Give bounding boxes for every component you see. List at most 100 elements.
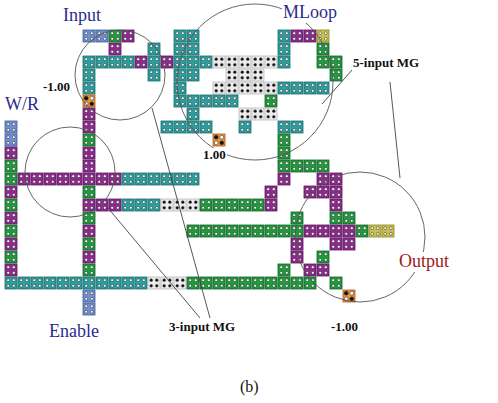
- cell-body: [291, 238, 303, 250]
- quantum-dot: [254, 110, 257, 113]
- quantum-dot: [241, 110, 244, 113]
- quantum-dot: [202, 232, 205, 235]
- quantum-dot: [215, 97, 218, 100]
- quantum-dot: [137, 63, 140, 66]
- quantum-dot: [324, 258, 327, 261]
- quantum-dot: [345, 240, 348, 243]
- quantum-dot: [142, 279, 145, 282]
- quantum-dot: [163, 128, 166, 131]
- quantum-dot: [254, 232, 257, 235]
- qca-cell: [252, 225, 264, 237]
- qca-cell: [187, 199, 199, 211]
- quantum-dot: [306, 188, 309, 191]
- leader-line: [322, 70, 352, 104]
- qca-cell: [5, 264, 17, 276]
- quantum-dot: [233, 76, 236, 79]
- cell-body: [278, 173, 290, 185]
- quantum-dot: [293, 162, 296, 165]
- cell-body: [226, 82, 238, 94]
- quantum-dot: [12, 219, 15, 222]
- quantum-dot: [267, 188, 270, 191]
- quantum-dot: [306, 279, 309, 282]
- quantum-dot: [332, 201, 335, 204]
- quantum-dot: [12, 175, 15, 178]
- quantum-dot: [90, 279, 93, 282]
- quantum-dot: [90, 292, 93, 295]
- cell-body: [83, 147, 95, 159]
- quantum-dot: [332, 193, 335, 196]
- cell-body: [109, 30, 121, 42]
- quantum-dot: [254, 206, 257, 209]
- cell-body: [252, 225, 264, 237]
- quantum-dot: [194, 123, 197, 126]
- quantum-dot: [298, 284, 301, 287]
- qca-cell: [5, 225, 17, 237]
- cell-body: [278, 30, 290, 42]
- quantum-dot: [111, 45, 114, 48]
- quantum-dot: [332, 188, 335, 191]
- cell-body: [5, 186, 17, 198]
- quantum-dot: [20, 279, 23, 282]
- quantum-dot: [241, 232, 244, 235]
- quantum-dot: [181, 63, 184, 66]
- quantum-dot: [7, 162, 10, 165]
- qca-cell: [226, 225, 238, 237]
- qca-cell: [265, 199, 277, 211]
- quantum-dot: [150, 71, 153, 74]
- quantum-dot: [337, 240, 340, 243]
- qca-cell: [83, 251, 95, 263]
- quantum-dot: [280, 50, 283, 53]
- region-circle: [25, 127, 115, 217]
- quantum-dot: [7, 136, 10, 139]
- quantum-dot: [246, 227, 249, 230]
- quantum-dot: [176, 175, 179, 178]
- quantum-dot: [298, 245, 301, 248]
- quantum-dot: [311, 271, 314, 274]
- quantum-dot: [90, 297, 93, 300]
- quantum-dot: [324, 266, 327, 269]
- quantum-dot: [7, 180, 10, 183]
- quantum-dot: [129, 63, 132, 66]
- cell-body: [122, 199, 134, 211]
- quantum-dot: [267, 201, 270, 204]
- quantum-dot: [12, 258, 15, 261]
- qca-cell: [213, 277, 225, 289]
- quantum-dot: [350, 232, 353, 235]
- quantum-dot: [246, 71, 249, 74]
- qca-cell: [265, 56, 277, 68]
- quantum-dot: [176, 206, 179, 209]
- quantum-dot: [293, 128, 296, 131]
- quantum-dot: [25, 284, 28, 287]
- quantum-dot: [90, 76, 93, 79]
- quantum-dot: [85, 180, 88, 183]
- quantum-dot: [12, 232, 15, 235]
- qca-cell: [213, 95, 225, 107]
- qca-cells: [5, 30, 394, 315]
- quantum-dot: [38, 175, 41, 178]
- quantum-dot: [202, 123, 205, 126]
- quantum-dot: [176, 50, 179, 53]
- quantum-dot: [332, 58, 335, 61]
- cell-body: [70, 277, 82, 289]
- quantum-dot: [7, 188, 10, 191]
- quantum-dot: [137, 284, 140, 287]
- quantum-dot: [90, 201, 93, 204]
- qca-cell: [148, 199, 160, 211]
- quantum-dot: [246, 279, 249, 282]
- quantum-dot: [311, 84, 314, 87]
- quantum-dot: [215, 102, 218, 105]
- quantum-dot: [324, 58, 327, 61]
- cell-body: [239, 82, 251, 94]
- quantum-dot: [90, 141, 93, 144]
- quantum-dot: [306, 167, 309, 170]
- quantum-dot: [51, 279, 54, 282]
- quantum-dot: [324, 188, 327, 191]
- cell-body: [122, 277, 134, 289]
- quantum-dot: [181, 175, 184, 178]
- quantum-dot: [233, 58, 236, 61]
- quantum-dot: [254, 58, 257, 61]
- quantum-dot: [280, 45, 283, 48]
- quantum-dot: [319, 45, 322, 48]
- cell-body: [226, 69, 238, 81]
- quantum-dot: [168, 123, 171, 126]
